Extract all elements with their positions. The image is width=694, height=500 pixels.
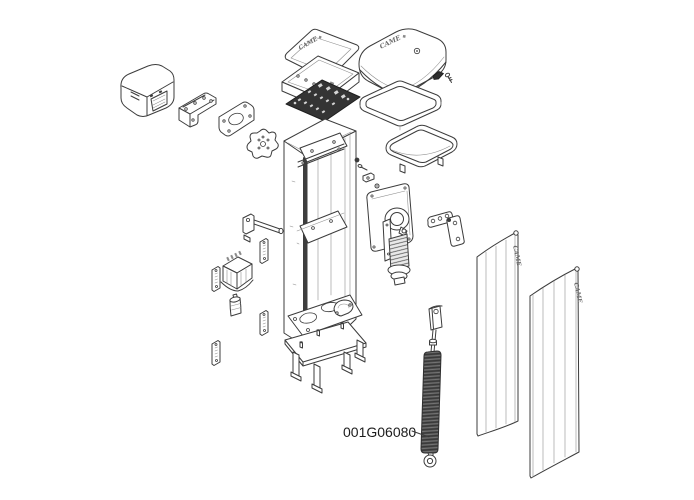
label-plate xyxy=(259,310,269,336)
circuit-board xyxy=(285,79,361,122)
side-panel-rear: CAME xyxy=(476,230,522,437)
label-plate xyxy=(211,266,221,292)
spring-callout: 001G06080 xyxy=(343,424,430,440)
flange-plate xyxy=(218,101,255,137)
callout-leader-line xyxy=(411,430,430,438)
arm-cover-cap xyxy=(120,64,175,117)
head-gasket xyxy=(359,80,442,131)
brand-logo-panel-rear: CAME xyxy=(511,245,522,267)
cross-gasket xyxy=(246,128,279,159)
motor-cylinder xyxy=(387,233,411,286)
anchor-legs xyxy=(290,339,366,394)
base-anchor-plate xyxy=(284,321,367,394)
motor-gearbox xyxy=(366,183,414,286)
release-lever xyxy=(242,213,284,243)
transformer xyxy=(220,250,254,292)
head-cover-wedge xyxy=(432,71,444,80)
anchor-stud xyxy=(299,322,344,349)
balance-spring xyxy=(420,305,443,468)
part-number-label: 001G06080 xyxy=(343,424,416,440)
label-plate xyxy=(259,238,269,264)
door-seal-strip xyxy=(303,157,308,346)
label-plate xyxy=(211,340,221,366)
mounting-fasteners xyxy=(354,157,380,189)
spring-clevis xyxy=(428,305,443,331)
tube-frame xyxy=(385,124,458,174)
capacitor xyxy=(229,293,242,317)
cabinet-column xyxy=(283,118,363,350)
side-panel-front: CAME xyxy=(529,266,583,479)
brand-logo-panel-front: CAME xyxy=(572,282,583,304)
spring-eye xyxy=(423,452,437,468)
rocker-bracket xyxy=(427,211,465,247)
support-bracket xyxy=(178,92,217,128)
head-cover-screw xyxy=(444,72,453,83)
